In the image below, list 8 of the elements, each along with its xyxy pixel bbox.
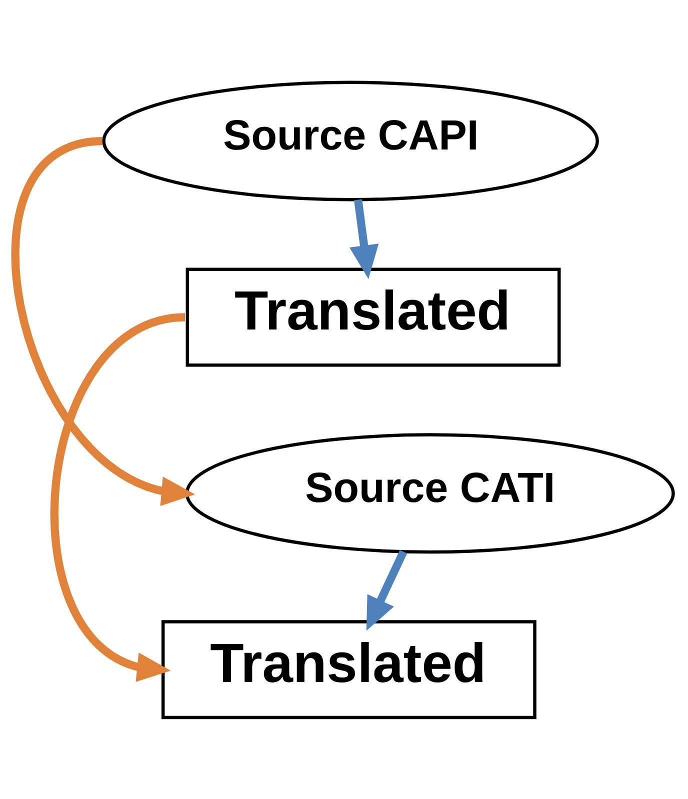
node-box: Translated <box>161 620 536 719</box>
node-ellipse: Source CAPI <box>102 80 599 201</box>
arrow <box>12 136 196 506</box>
arrow <box>349 198 379 278</box>
node-ellipse: Source CATI <box>185 432 675 554</box>
arrow <box>366 549 408 630</box>
arrow <box>50 312 186 682</box>
node-box: Translated <box>186 267 561 366</box>
